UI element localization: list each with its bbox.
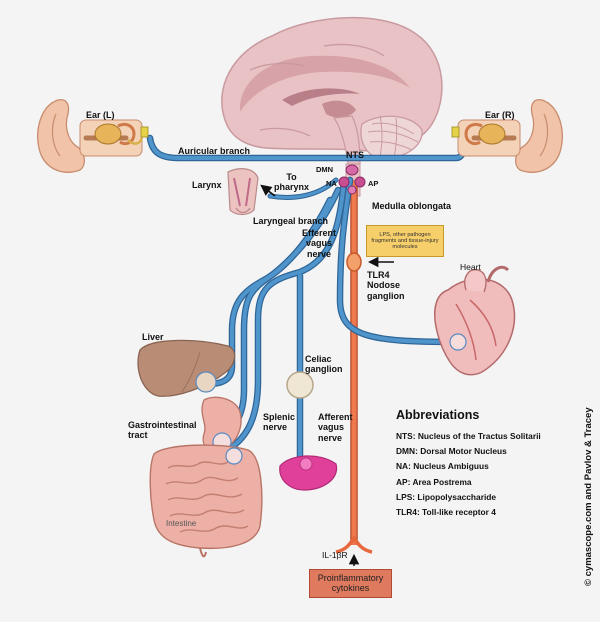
efferent-vagus-nerve	[146, 134, 468, 460]
lps-box: LPS, other pathogen fragments and tissue…	[366, 225, 444, 257]
gi-line-1: Gastrointestinal	[128, 420, 197, 430]
right-ear-illustration	[451, 98, 563, 173]
abbreviation-item: TLR4: Toll-like receptor 4	[396, 506, 496, 517]
tlr4-label: TLR4	[367, 270, 390, 280]
spleen-illustration	[279, 455, 338, 491]
nodose-label: TLR4 Nodose ganglion	[367, 270, 405, 301]
heart-illustration	[434, 265, 516, 376]
intestine-label: Intestine	[166, 519, 197, 528]
afferent-line-2: vagus	[318, 422, 345, 433]
larynx-illustration	[227, 168, 259, 216]
abbreviation-item: LPS: Lipopolysaccharide	[396, 491, 497, 502]
ear-left-label: Ear (L)	[86, 110, 115, 120]
efferent-line-3: nerve	[306, 248, 332, 259]
afferent-vagus-label: Afferent vagus nerve	[318, 412, 353, 443]
celiac-ganglion-label: Celiac ganglion	[305, 354, 343, 375]
abbreviations-title: Abbreviations	[396, 408, 480, 422]
nts-label: NTS	[346, 150, 364, 160]
abbreviation-item: NTS: Nucleus of the Tractus Solitarii	[396, 431, 541, 441]
afferent-line-1: Afferent	[318, 412, 353, 422]
abbreviations-panel: Abbreviations NTS: Nucleus of the Tractu…	[396, 408, 586, 522]
heart-label: Heart	[460, 262, 481, 272]
splenic-nerve-label: Splenic nerve	[263, 412, 295, 433]
left-ear-illustration	[37, 98, 149, 173]
to-pharynx-line-2: pharynx	[274, 182, 310, 193]
medulla-oblongata-label: Medulla oblongata	[372, 201, 452, 211]
auricular-branch-label: Auricular branch	[178, 146, 251, 156]
brainstem-nuclei	[338, 164, 366, 195]
abbreviation-item: AP: Area Postrema	[396, 476, 472, 487]
efferent-vagus-label: Efferent vagus nerve	[302, 228, 336, 259]
ap-label: AP	[368, 179, 379, 188]
gi-line-2: tract	[128, 430, 148, 441]
to-pharynx-line-1: To	[286, 172, 297, 182]
copyright-notice: © cymascope.com and Pavlov & Tracey	[583, 407, 594, 586]
splenic-line-1: Splenic	[263, 412, 296, 422]
liver-illustration	[137, 339, 236, 397]
efferent-line-2: vagus	[306, 238, 333, 249]
intestine-illustration	[149, 444, 263, 558]
celiac-ganglion	[286, 371, 314, 399]
gastrointestinal-label: Gastrointestinal tract	[128, 420, 197, 441]
brain-illustration	[221, 16, 443, 197]
efferent-line-1: Efferent	[302, 228, 337, 238]
il1br-label: IL-1βR	[322, 550, 348, 560]
afferent-vagus-nerve	[335, 180, 373, 554]
ear-right-label: Ear (R)	[485, 110, 515, 120]
to-pharynx-label: To pharynx	[274, 172, 309, 193]
na-label: NA	[326, 179, 337, 188]
liver-label: Liver	[142, 332, 164, 342]
splenic-line-2: nerve	[263, 422, 288, 433]
larynx-label: Larynx	[192, 180, 222, 190]
afferent-line-3: nerve	[318, 432, 343, 443]
nodose-line-2: ganglion	[367, 290, 405, 301]
laryngeal-branch-label: Laryngeal branch	[253, 216, 329, 226]
cytokines-box: Proinflammatory cytokines	[309, 569, 392, 598]
celiac-line-2: ganglion	[305, 364, 343, 375]
abbreviation-item: DMN: Dorsal Motor Nucleus	[396, 446, 507, 457]
dmn-label: DMN	[316, 165, 334, 174]
abbreviation-item: NA: Nucleus Ambiguus	[396, 461, 489, 472]
celiac-line-1: Celiac	[305, 354, 332, 364]
to-pharynx-arrow	[260, 184, 276, 197]
nodose-line-1: Nodose	[367, 280, 401, 291]
